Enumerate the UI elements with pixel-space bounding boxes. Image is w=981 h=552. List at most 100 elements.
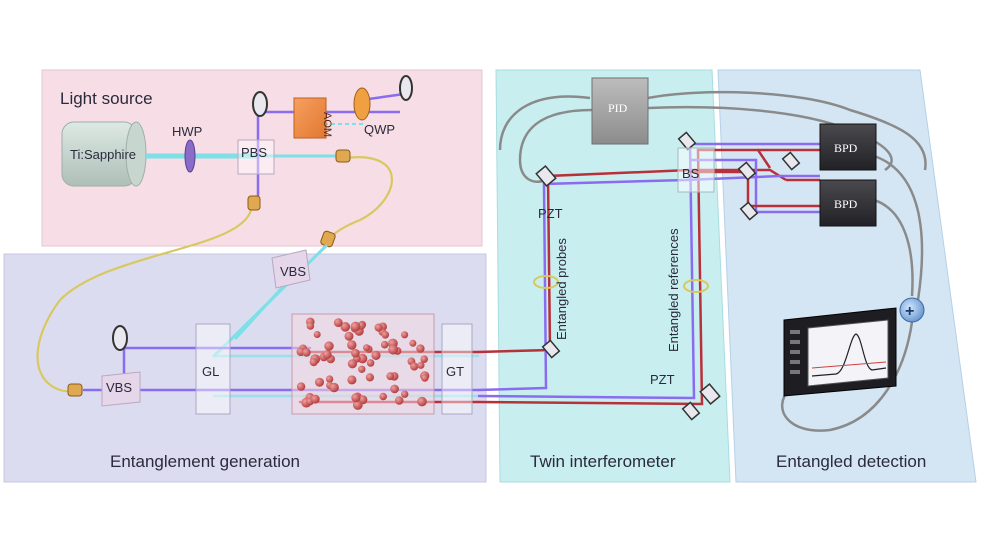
atom (421, 374, 429, 382)
spectrum-analyzer (783, 307, 897, 397)
atom (386, 372, 395, 381)
atom (351, 348, 360, 358)
twin-interferometer-title: Twin interferometer (530, 452, 676, 471)
atom (394, 396, 404, 405)
glan-thompson-polarizer: GT (441, 323, 473, 415)
bpd-top-label: BPD (834, 141, 858, 155)
gl-label: GL (202, 364, 219, 379)
atomic-vapor-cell (291, 313, 435, 415)
atom (420, 355, 429, 364)
mirror-icon (535, 131, 801, 421)
glan-laser-polarizer: GL (195, 323, 231, 415)
atom (401, 331, 409, 339)
noise-trace (811, 361, 887, 369)
twin-interferometer-panel (495, 69, 731, 483)
entangled-detection-panel (717, 69, 977, 483)
laser-label: Ti:Sapphire (70, 147, 136, 162)
atom (358, 365, 366, 373)
atom (344, 331, 354, 341)
sum-node: + (899, 297, 925, 323)
atom (322, 350, 332, 360)
atom (347, 340, 357, 350)
atom (350, 321, 361, 332)
atom (417, 396, 427, 407)
acousto-optic-modulator: AOM (293, 97, 333, 139)
sum-label: + (905, 303, 914, 320)
atom (315, 377, 324, 387)
atom (371, 350, 381, 360)
atom (380, 340, 389, 349)
entangled-detection-title: Entangled detection (776, 452, 926, 471)
atom (374, 323, 383, 332)
quarter-wave-plate: QWP (353, 87, 395, 137)
atom (351, 393, 361, 403)
pzt-ring-left (533, 275, 559, 289)
atom (313, 331, 321, 338)
variable-beam-splitter-left: VBS (101, 371, 141, 407)
pid-label: PID (608, 101, 628, 115)
vbs-left-label: VBS (106, 380, 132, 395)
bpd-bottom-label: BPD (834, 197, 858, 211)
atom (388, 344, 398, 355)
pzt-top-label: PZT (538, 206, 563, 221)
atom (324, 341, 334, 351)
atom (353, 400, 363, 410)
pbs-label: PBS (241, 145, 267, 160)
mirror-icon (112, 325, 128, 351)
atoms (296, 317, 430, 410)
pzt-ring-right (683, 279, 709, 293)
atom (357, 353, 368, 364)
atom (309, 358, 318, 367)
gt-label: GT (446, 364, 464, 379)
interferometer-beams (477, 142, 820, 406)
balanced-photodetector-top: BPD (819, 123, 877, 171)
beam-splitter: BS (677, 147, 715, 193)
vbs-top-label: VBS (280, 264, 306, 279)
atom (347, 375, 357, 385)
light-source-panel (41, 69, 483, 247)
qwp-label: QWP (364, 122, 395, 137)
entangled-probes-label: Entangled probes (554, 238, 569, 340)
pzt-bottom-label: PZT (650, 372, 675, 387)
atom (409, 339, 417, 347)
light-source-beams (146, 92, 405, 196)
atom (347, 359, 357, 369)
hwp-label: HWP (172, 124, 202, 139)
bs-label: BS (682, 166, 700, 181)
pid-controller: PID (591, 77, 649, 145)
atom (381, 331, 390, 339)
aom-label: AOM (321, 112, 333, 137)
atom (296, 382, 306, 391)
atom (390, 384, 399, 394)
atom (310, 394, 320, 404)
atom (333, 318, 343, 327)
ti-sapphire-laser: Ti:Sapphire (61, 121, 147, 187)
entangled-references-label: Entangled references (666, 228, 681, 352)
atom (417, 361, 425, 369)
electrical-cables (498, 90, 927, 432)
atom (410, 362, 419, 371)
half-wave-plate: HWP (172, 124, 202, 173)
atom (363, 344, 370, 352)
balanced-photodetector-bottom: BPD (819, 179, 877, 227)
mirror-icon (399, 75, 413, 101)
atom (401, 390, 409, 398)
atom (365, 373, 374, 382)
polarizing-beam-splitter: PBS (237, 139, 275, 175)
atom (366, 359, 375, 367)
variable-beam-splitter-top: VBS (271, 249, 311, 289)
atom (416, 344, 425, 353)
atom (340, 322, 351, 332)
light-source-title: Light source (60, 89, 153, 108)
atom (325, 375, 334, 383)
atom (329, 382, 339, 393)
atom (306, 322, 315, 330)
entanglement-generation-panel (3, 253, 487, 483)
mirror-icon (252, 91, 268, 117)
entanglement-generation-title: Entanglement generation (110, 452, 300, 471)
spectrum-trace (811, 333, 887, 377)
atom (302, 348, 311, 357)
atom (379, 392, 388, 401)
